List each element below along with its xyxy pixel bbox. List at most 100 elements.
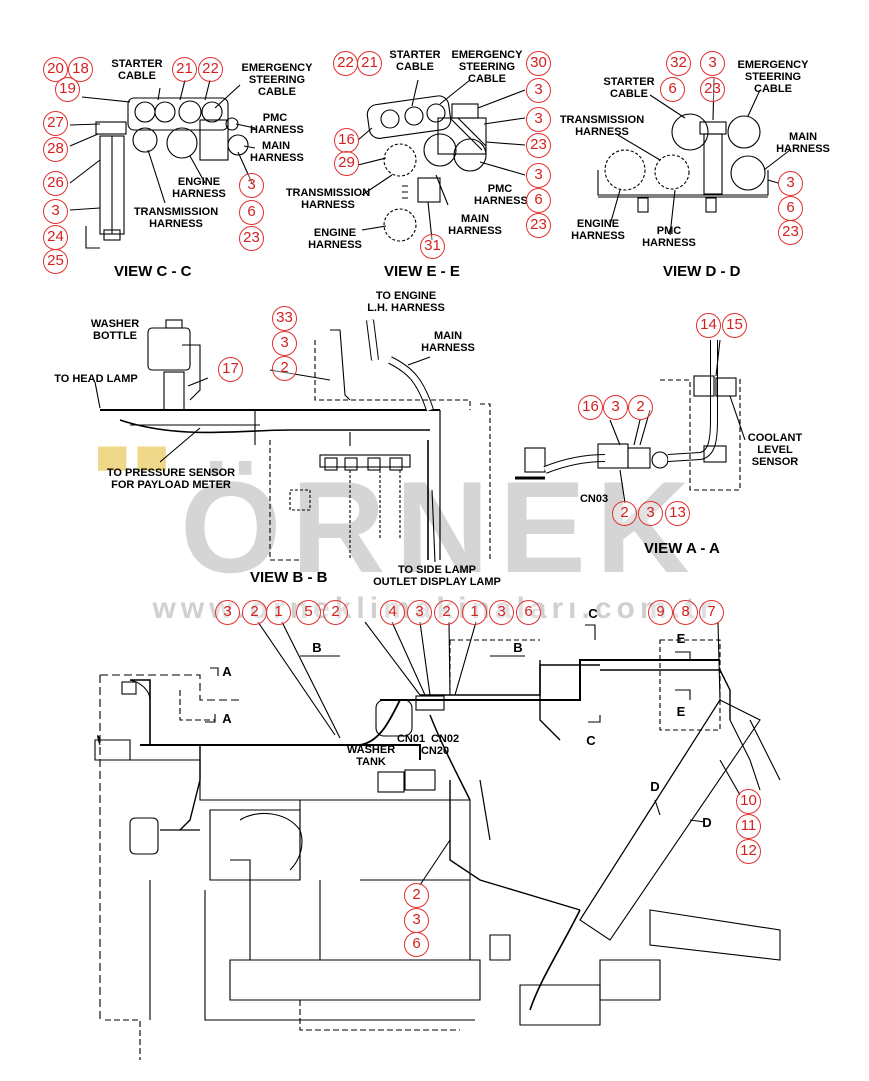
callout-21: 21 [357, 51, 382, 76]
callout-23: 23 [778, 220, 803, 245]
dd-pmc-harness-label: PMC HARNESS [642, 225, 696, 249]
callout-23: 23 [526, 213, 551, 238]
section-c-bottom-label: C [586, 733, 596, 748]
callout-3: 3 [603, 395, 628, 420]
section-b-left-label: B [312, 640, 322, 655]
callout-16: 16 [578, 395, 603, 420]
callout-31: 31 [420, 234, 445, 259]
view-cc-drawing [69, 79, 256, 249]
callout-3: 3 [489, 600, 514, 625]
callout-23: 23 [526, 133, 551, 158]
section-a-bottom-label: A [222, 711, 232, 726]
callout-3: 3 [638, 501, 663, 526]
callout-3: 3 [526, 78, 551, 103]
view-bb-title: VIEW B - B [250, 569, 328, 586]
callout-28: 28 [43, 137, 68, 162]
bb-washer-bottle-label: WASHER BOTTLE [90, 318, 140, 342]
section-c-top-label: C [588, 606, 598, 621]
callout-26: 26 [43, 171, 68, 196]
callout-5: 5 [296, 600, 321, 625]
aa-cn03-label: CN03 [579, 493, 609, 505]
bb-side-lamp-label: TO SIDE LAMP OUTLET DISPLAY LAMP [373, 564, 501, 588]
section-b-right-label: B [513, 640, 523, 655]
callout-6: 6 [404, 932, 429, 957]
callout-21: 21 [172, 57, 197, 82]
cc-transmission-harness-label: TRANSMISSION HARNESS [133, 206, 219, 230]
callout-17: 17 [218, 357, 243, 382]
view-bb-drawing [94, 319, 491, 563]
dd-starter-cable-label: STARTER CABLE [603, 76, 655, 100]
callout-2: 2 [628, 395, 653, 420]
callout-23: 23 [239, 226, 264, 251]
callout-2: 2 [323, 600, 348, 625]
section-a-top-label: A [222, 664, 232, 679]
ee-main-harness-label: MAIN HARNESS [448, 213, 502, 237]
callout-1: 1 [462, 600, 487, 625]
section-d-top-label: D [650, 779, 660, 794]
callout-3: 3 [272, 331, 297, 356]
watermark-umlaut-dots: ▀ ▀ [98, 448, 166, 492]
section-e-bottom-label: E [676, 704, 686, 719]
callout-3: 3 [407, 600, 432, 625]
aa-coolant-sensor-label: COOLANT LEVEL SENSOR [747, 432, 803, 468]
callout-4: 4 [380, 600, 405, 625]
section-e-top-label: E [676, 631, 686, 646]
ee-engine-harness-label: ENGINE HARNESS [308, 227, 362, 251]
view-dd-drawing [597, 77, 791, 236]
callout-22: 22 [333, 51, 358, 76]
callout-3: 3 [526, 163, 551, 188]
callout-9: 9 [648, 600, 673, 625]
ee-starter-cable-label: STARTER CABLE [389, 49, 441, 73]
callout-6: 6 [526, 188, 551, 213]
view-ee-drawing [357, 79, 526, 242]
watermark-brand: ÖRNEK [180, 454, 700, 600]
callout-27: 27 [43, 111, 68, 136]
callout-15: 15 [722, 313, 747, 338]
callout-6: 6 [516, 600, 541, 625]
cc-pmc-harness-label: PMC HARNESS [250, 112, 304, 136]
callout-16: 16 [334, 128, 359, 153]
bb-head-lamp-label: TO HEAD LAMP [54, 373, 138, 385]
callout-30: 30 [526, 51, 551, 76]
cc-main-harness-label: MAIN HARNESS [250, 140, 304, 164]
callout-2: 2 [272, 356, 297, 381]
main-cn01-label: CN01 [396, 733, 426, 745]
callout-23: 23 [700, 77, 725, 102]
cc-emergency-steering-cable-label: EMERGENCY STEERING CABLE [241, 62, 313, 98]
callout-3: 3 [215, 600, 240, 625]
callout-29: 29 [334, 151, 359, 176]
callout-2: 2 [434, 600, 459, 625]
view-ee-title: VIEW E - E [384, 263, 460, 280]
callout-11: 11 [736, 814, 761, 839]
callout-6: 6 [778, 196, 803, 221]
callout-3: 3 [700, 51, 725, 76]
view-dd-title: VIEW D - D [663, 263, 741, 280]
callout-6: 6 [239, 200, 264, 225]
main-washer-tank-label: WASHER TANK [346, 744, 396, 768]
section-d-bottom-label: D [702, 815, 712, 830]
bb-to-engine-label: TO ENGINE L.H. HARNESS [367, 290, 445, 314]
view-cc-title: VIEW C - C [114, 263, 192, 280]
callout-3: 3 [526, 107, 551, 132]
callout-1: 1 [266, 600, 291, 625]
bb-main-harness-label: MAIN HARNESS [421, 330, 475, 354]
callout-24: 24 [43, 225, 68, 250]
callout-7: 7 [699, 600, 724, 625]
callout-13: 13 [665, 501, 690, 526]
bb-pressure-sensor-label: TO PRESSURE SENSOR FOR PAYLOAD METER [106, 467, 236, 491]
callout-2: 2 [612, 501, 637, 526]
callout-6: 6 [660, 77, 685, 102]
callout-3: 3 [404, 908, 429, 933]
callout-3: 3 [43, 199, 68, 224]
main-chassis-drawing [94, 621, 781, 1060]
callout-10: 10 [736, 789, 761, 814]
cc-starter-cable-label: STARTER CABLE [111, 58, 163, 82]
callout-22: 22 [198, 57, 223, 82]
callout-14: 14 [696, 313, 721, 338]
callout-32: 32 [666, 51, 691, 76]
callout-3: 3 [778, 171, 803, 196]
ee-pmc-harness-label: PMC HARNESS [474, 183, 528, 207]
callout-25: 25 [43, 249, 68, 274]
callout-12: 12 [736, 839, 761, 864]
